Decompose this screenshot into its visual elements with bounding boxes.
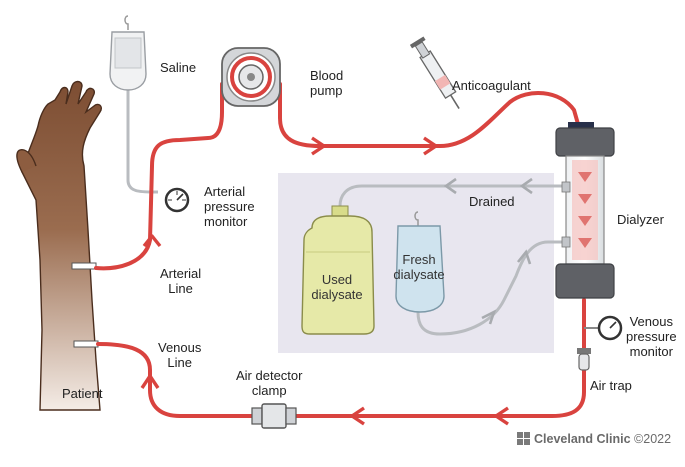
air-detector-clamp-label: Air detector clamp <box>236 368 303 398</box>
arterial-cannula-tape <box>71 262 97 270</box>
venous-pressure-gauge <box>584 315 623 341</box>
dialyzer <box>555 122 615 299</box>
saline-label: Saline <box>160 60 197 75</box>
venous-pressure-monitor-label: Venous pressure monitor <box>626 314 677 359</box>
anticoagulant-syringe <box>409 36 460 109</box>
pump-to-dialyzer-tube <box>278 82 580 148</box>
saline-tube <box>126 90 158 194</box>
credit-brand: Cleveland Clinic <box>534 432 631 446</box>
dialysate-arrows <box>443 177 533 325</box>
drained-label: Drained <box>469 194 515 209</box>
arrow-bottom-1 <box>494 406 509 426</box>
arrow-fresh-2 <box>481 309 497 325</box>
blood-circuit <box>94 82 586 418</box>
fresh-tube <box>416 240 566 336</box>
blood-pump <box>221 47 281 107</box>
credit-year: ©2022 <box>634 432 672 446</box>
arrow-top-2 <box>423 136 438 156</box>
fresh-dialysate-bag <box>395 211 445 313</box>
dialyzer-label: Dialyzer <box>617 212 664 227</box>
arterial-pressure-gauge <box>164 187 190 213</box>
dialysate-tubes <box>338 184 566 336</box>
venous-return-tube <box>96 342 586 418</box>
blood-pump-label: Blood pump <box>310 68 344 98</box>
arterial-line-tube <box>94 82 224 271</box>
arrow-top-1 <box>311 136 326 156</box>
arrow-arterial <box>142 234 162 248</box>
drained-tube <box>338 184 566 207</box>
arrow-venous <box>140 374 160 389</box>
blood-flow-arrows <box>140 136 509 426</box>
patient-arm <box>16 80 103 411</box>
venous-line-label: Venous Line <box>158 340 202 370</box>
air-trap-label: Air trap <box>590 378 632 393</box>
patient-label: Patient <box>62 386 103 401</box>
venous-cannula-tape <box>73 340 99 348</box>
used-dialysate-label: Used dialysate <box>311 272 363 302</box>
air-trap <box>577 348 591 371</box>
arterial-line-label: Arterial Line <box>160 266 202 296</box>
credit-line: Cleveland Clinic ©2022 <box>534 432 671 446</box>
fresh-dialysate-label: Fresh dialysate <box>393 252 445 282</box>
arrow-drained-2 <box>443 177 457 195</box>
saline-bag <box>109 15 147 91</box>
arrow-fresh-1 <box>516 249 532 265</box>
arrow-bottom-2 <box>350 406 365 426</box>
air-detector-clamp <box>251 403 297 429</box>
anticoagulant-label: Anticoagulant <box>452 78 531 93</box>
cleveland-clinic-logo-icon <box>517 432 530 445</box>
arrow-drained-1 <box>519 177 533 195</box>
used-dialysate-jug <box>301 205 375 335</box>
arterial-pressure-monitor-label: Arterial pressure monitor <box>204 184 255 229</box>
